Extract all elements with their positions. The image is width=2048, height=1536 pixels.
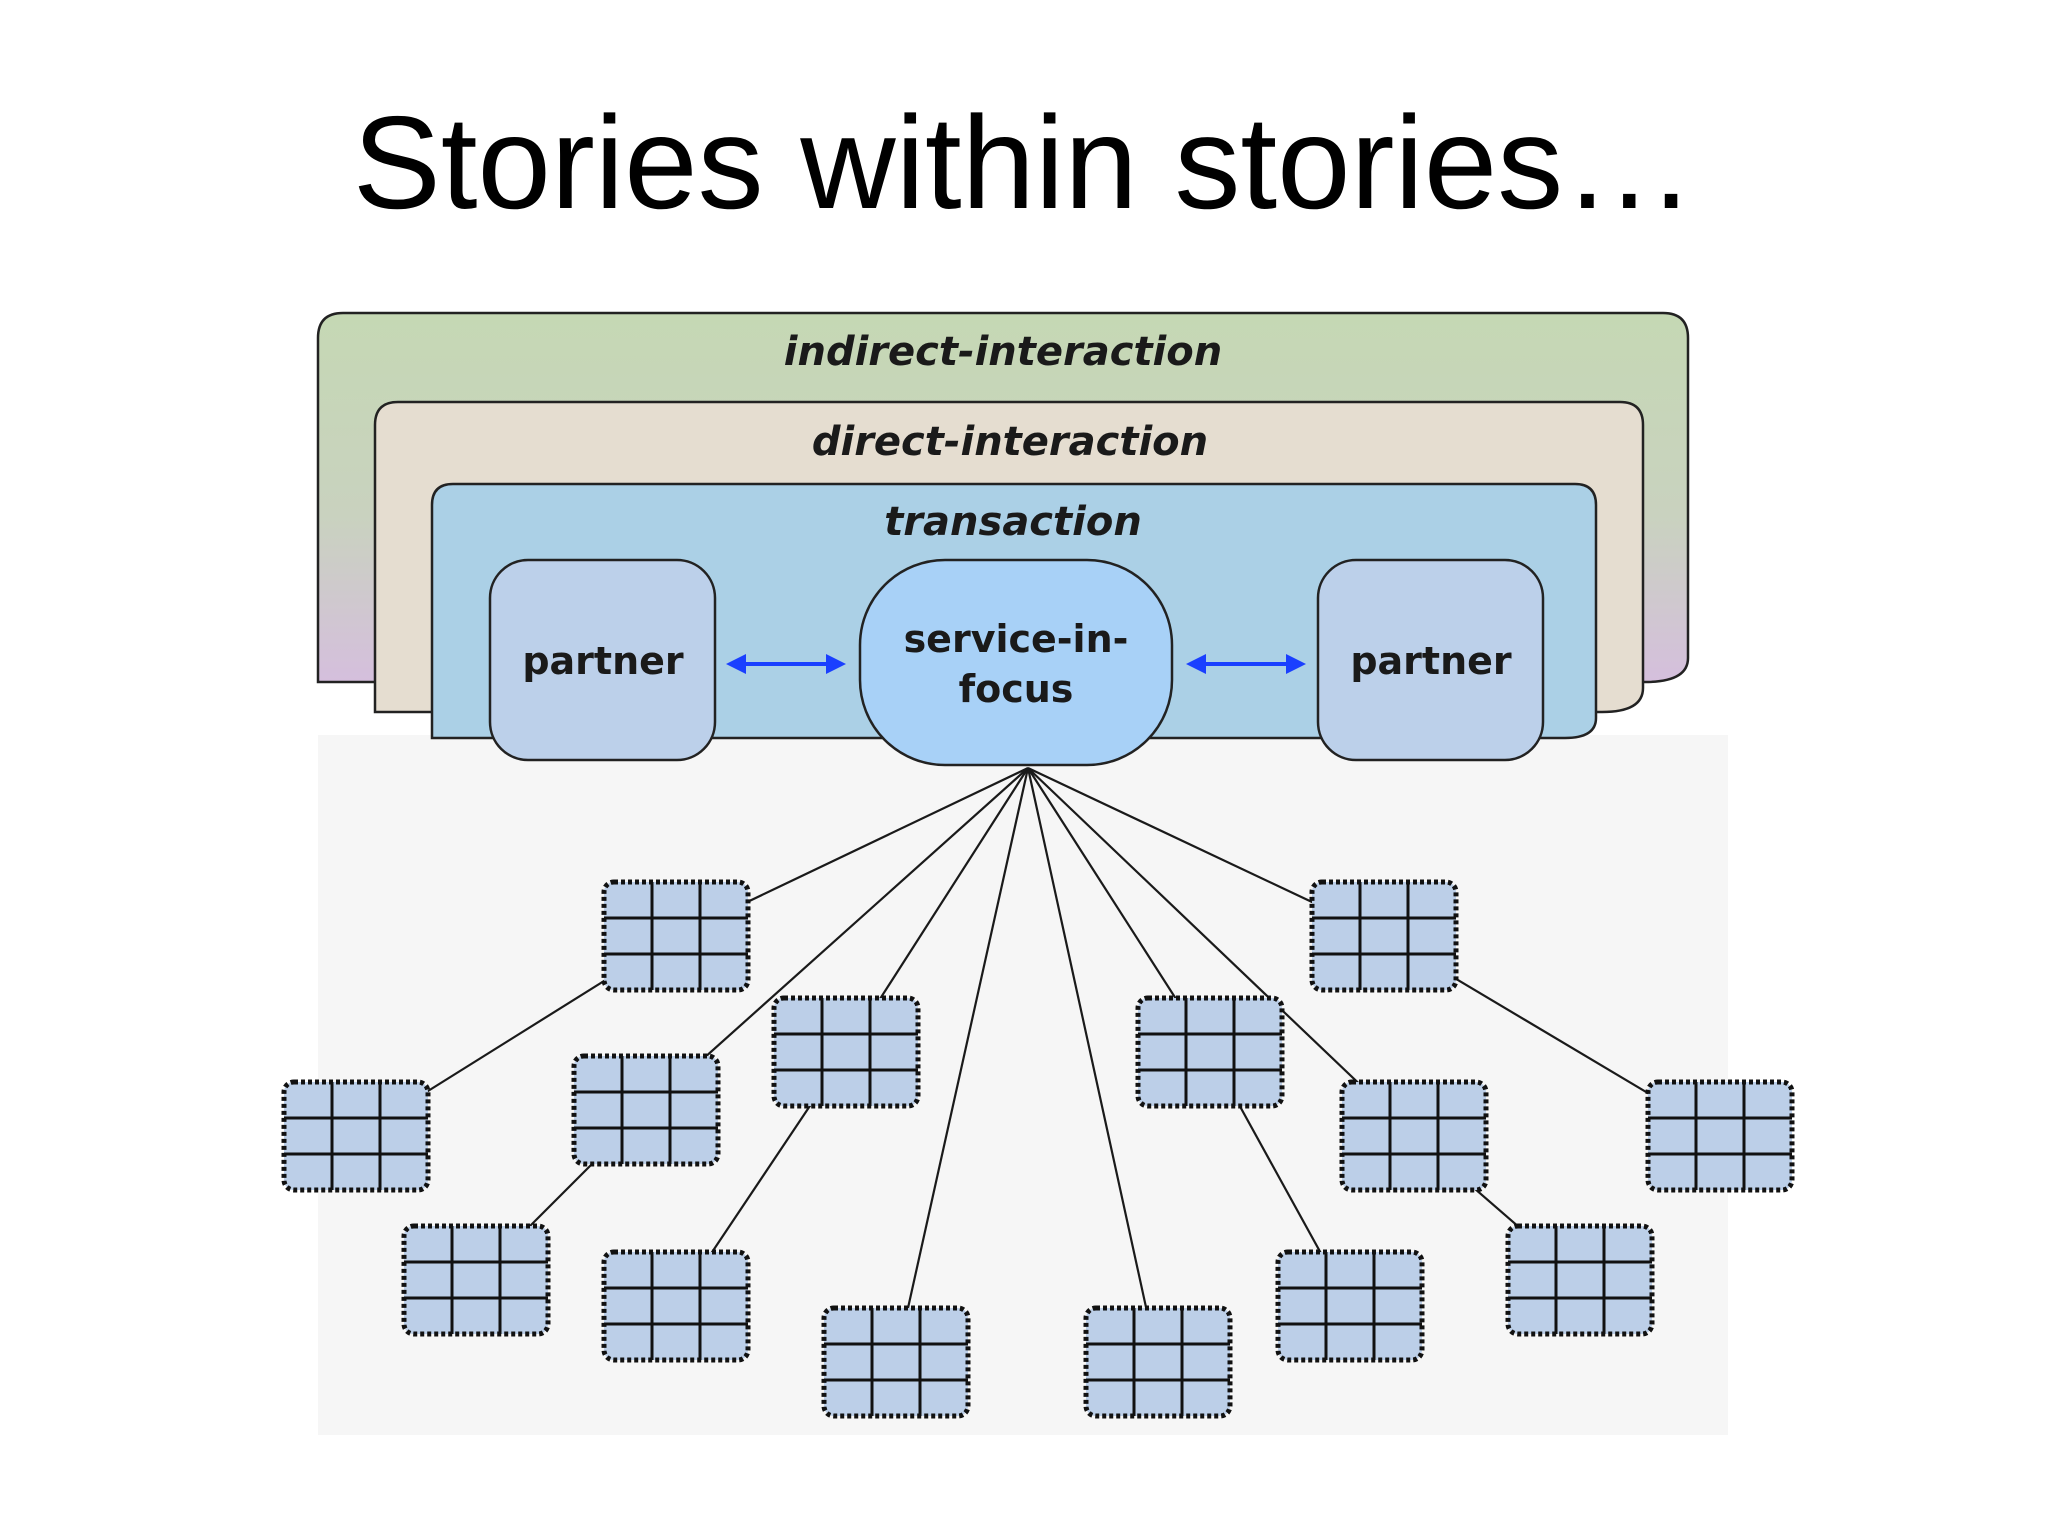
partner-right-label: partner <box>1350 639 1512 683</box>
story-grid-node <box>401 1223 551 1337</box>
tree-nodes <box>281 879 1795 1419</box>
story-grid-node <box>1135 995 1285 1109</box>
story-grid-node <box>601 879 751 993</box>
story-grid-node <box>281 1079 431 1193</box>
indirect-interaction-label: indirect-interaction <box>784 329 1222 375</box>
tree-connector-line <box>894 767 1030 1363</box>
partner-left-label: partner <box>522 639 684 683</box>
service-label-line2: focus <box>959 667 1074 711</box>
direct-interaction-label: direct-interaction <box>812 419 1208 465</box>
service-label-line1: service-in- <box>904 617 1129 661</box>
partner-right-box <box>1316 558 1545 762</box>
tree-background <box>318 735 1728 1435</box>
story-grid-node <box>601 1249 751 1363</box>
story-grid-node <box>571 1053 721 1167</box>
story-grid-node <box>1083 1305 1233 1419</box>
service-in-focus-box <box>858 558 1174 767</box>
story-grid-node <box>1275 1249 1425 1363</box>
story-grid-node <box>1309 879 1459 993</box>
story-grid-node <box>1645 1079 1795 1193</box>
tree-connector-line <box>645 767 1029 1111</box>
partner-left-box <box>488 558 717 762</box>
story-grid-node <box>821 1305 971 1419</box>
tree-connector-line <box>1026 767 1160 1363</box>
story-grid-node <box>1339 1079 1489 1193</box>
transaction-label: transaction <box>884 499 1142 545</box>
story-grid-node <box>1505 1223 1655 1337</box>
slide-title: Stories within stories… <box>352 89 1696 236</box>
story-grid-node <box>771 995 921 1109</box>
tree-connector-line <box>1027 767 1415 1137</box>
